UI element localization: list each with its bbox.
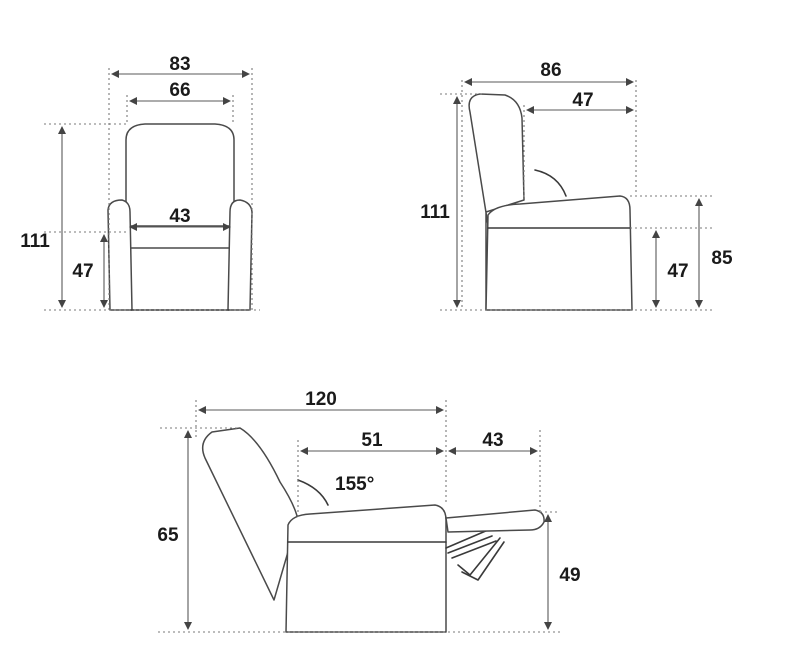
front-overall-width-label: 83 xyxy=(169,54,190,75)
side-seat-depth-label: 47 xyxy=(572,90,593,111)
reclined-view-guides xyxy=(158,400,560,633)
side-arm-height-label: 85 xyxy=(711,248,733,269)
front-seat-width-label: 43 xyxy=(169,206,190,227)
recline-angle-label: 155° xyxy=(335,474,374,495)
front-view-guides xyxy=(44,68,260,311)
reclined-seat-depth-label: 51 xyxy=(361,430,383,451)
reclined-overall-length-label: 120 xyxy=(305,389,337,410)
front-seat-height-label: 47 xyxy=(72,261,93,282)
reclined-footrest-length-label: 43 xyxy=(482,430,503,451)
reclined-height-label: 65 xyxy=(157,525,179,546)
reclined-view: 120 51 43 155° 65 49 xyxy=(157,389,581,633)
side-view: 86 47 111 47 85 xyxy=(420,60,733,311)
side-seat-height-label: 47 xyxy=(667,261,688,282)
side-view-chair-outline xyxy=(468,93,633,311)
front-total-height-label: 111 xyxy=(20,231,50,252)
front-view: 83 66 43 111 47 xyxy=(20,54,260,311)
side-view-guides xyxy=(440,80,712,311)
side-total-height-label: 111 xyxy=(420,202,450,223)
side-overall-depth-label: 86 xyxy=(540,60,561,81)
front-inner-width-label: 66 xyxy=(169,80,190,101)
reclined-view-chair-outline xyxy=(201,427,545,633)
footrest-height-label: 49 xyxy=(559,565,580,586)
